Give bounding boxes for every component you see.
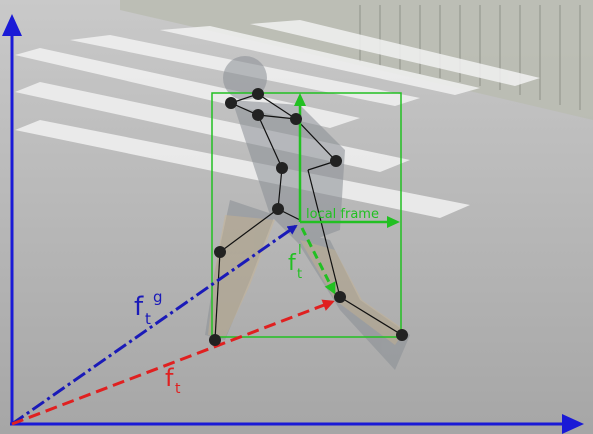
position-vector-arrow <box>11 299 335 426</box>
local-vector-label: f t l <box>288 243 302 282</box>
joint <box>290 113 302 125</box>
svg-text:t: t <box>297 267 302 282</box>
position-vector-label: f t <box>165 364 181 397</box>
x-axis-arrowhead <box>562 414 584 434</box>
joint <box>276 162 288 174</box>
local-y-arrowhead <box>294 93 306 106</box>
local-vector-arrow <box>300 227 336 295</box>
local-frame-label: local frame <box>306 207 379 222</box>
world-axes <box>2 14 584 434</box>
y-axis-arrowhead <box>2 14 22 36</box>
svg-text:l: l <box>298 243 302 258</box>
svg-text:f: f <box>288 251 297 276</box>
skeleton-bones <box>214 93 403 341</box>
svg-text:t: t <box>175 381 181 397</box>
joint <box>225 97 237 109</box>
joint <box>330 155 342 167</box>
joint <box>252 88 264 100</box>
svg-text:t: t <box>145 310 151 328</box>
local-frame <box>294 93 400 228</box>
global-vector-arrow <box>11 224 298 426</box>
local-x-arrowhead <box>387 216 400 228</box>
joint <box>252 109 264 121</box>
skeleton-joints <box>209 88 408 346</box>
person-bounding-box <box>211 92 402 338</box>
global-vector-label: f t g <box>134 288 163 328</box>
joint <box>396 329 408 341</box>
svg-text:f: f <box>165 364 174 392</box>
joint <box>209 334 221 346</box>
joint <box>214 246 226 258</box>
svg-text:f: f <box>134 292 144 322</box>
svg-text:g: g <box>153 288 163 306</box>
joint <box>334 291 346 303</box>
joint <box>272 203 284 215</box>
